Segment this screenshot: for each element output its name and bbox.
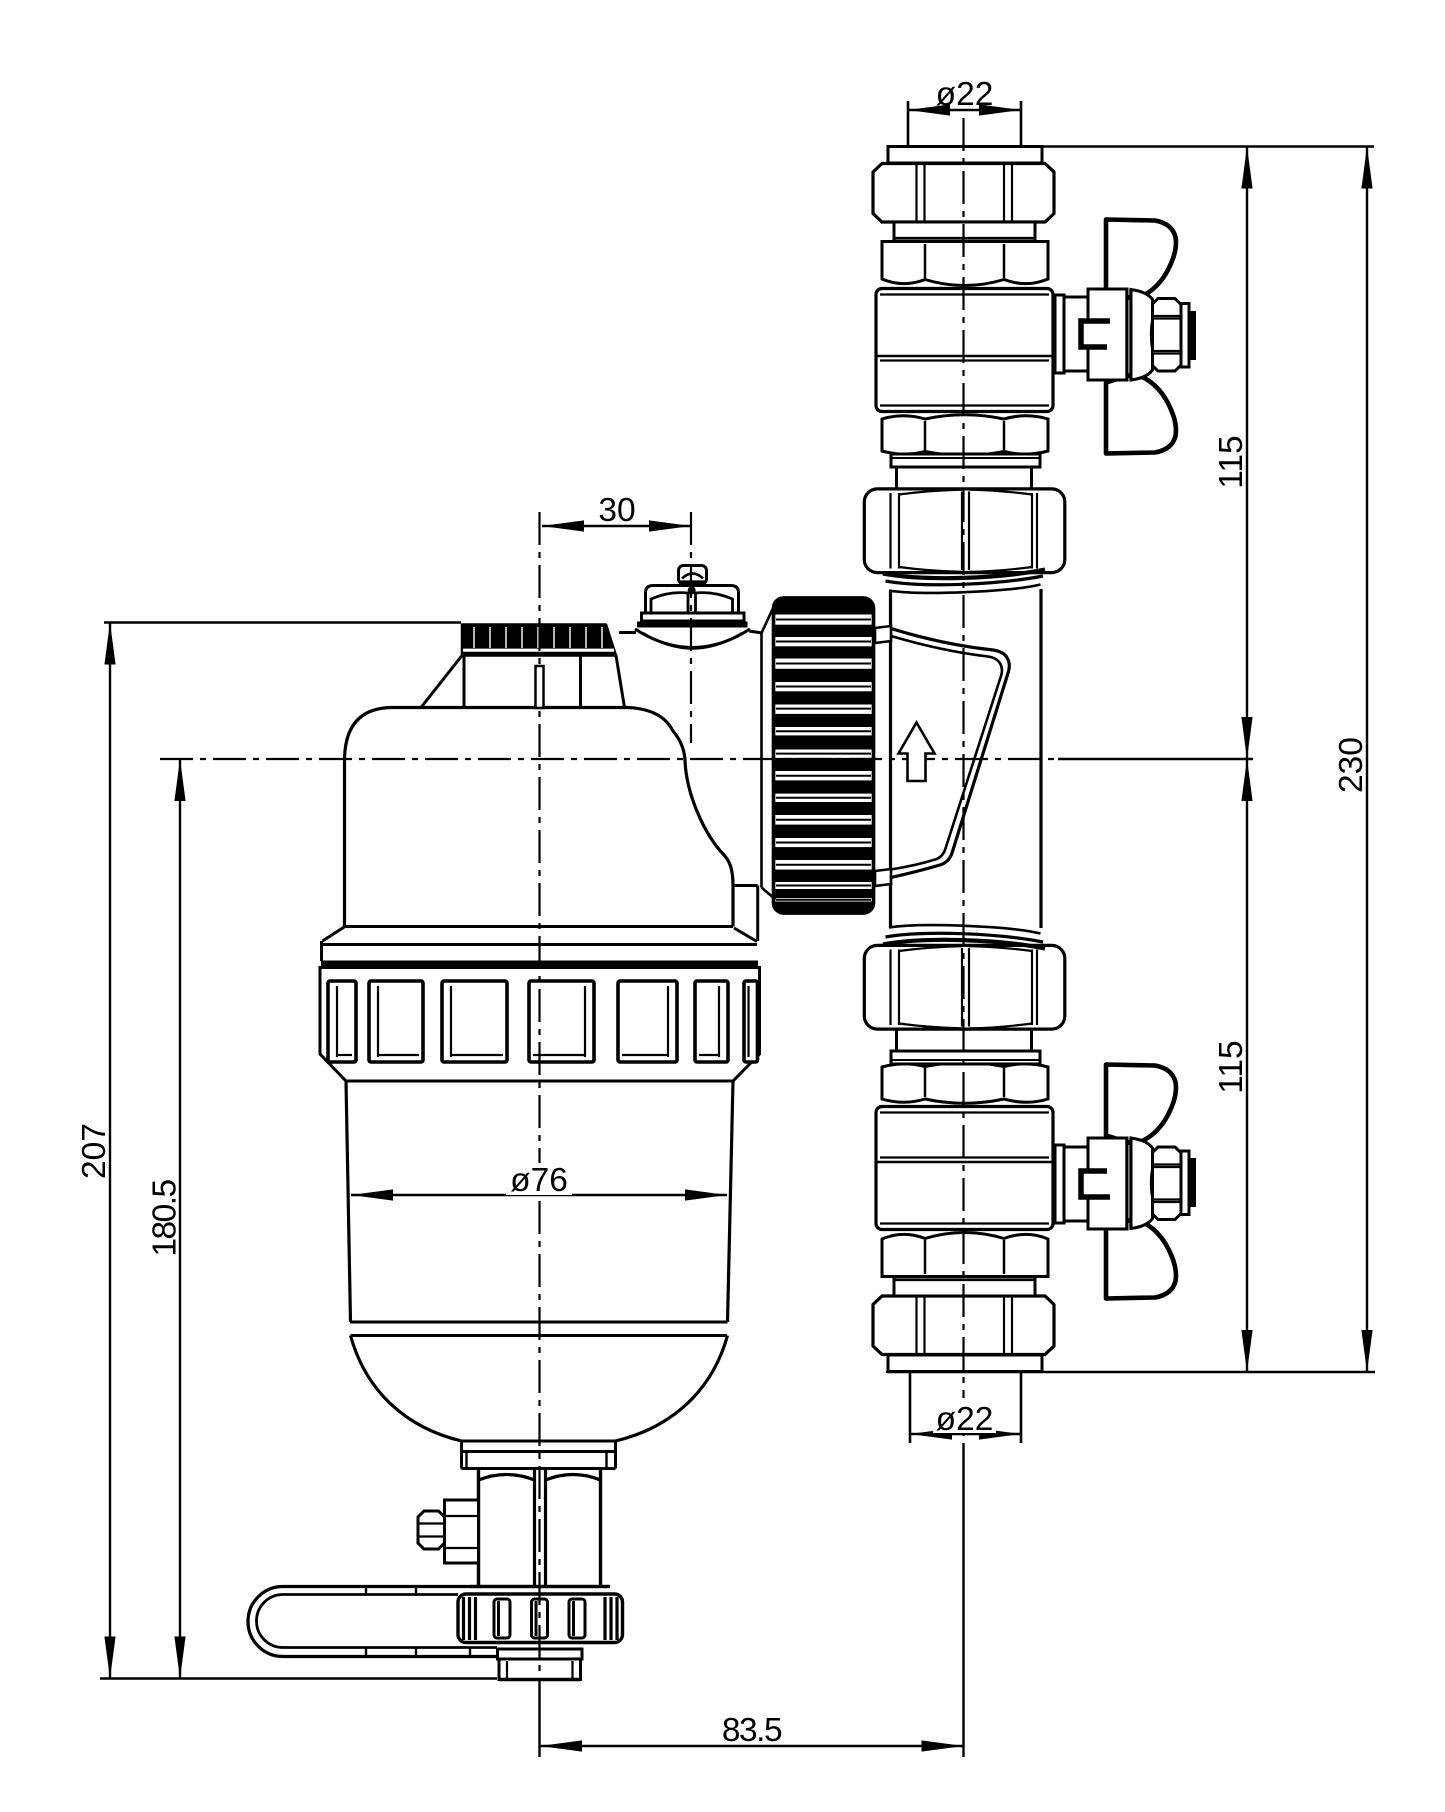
svg-text:30: 30 xyxy=(598,492,635,529)
svg-text:230: 230 xyxy=(1333,737,1370,793)
svg-text:ø22: ø22 xyxy=(936,76,994,113)
svg-text:115: 115 xyxy=(1213,1040,1250,1093)
svg-text:115: 115 xyxy=(1213,435,1250,488)
svg-text:207: 207 xyxy=(76,1123,113,1179)
svg-text:180.5: 180.5 xyxy=(147,1179,184,1256)
svg-text:83.5: 83.5 xyxy=(722,1712,782,1749)
svg-text:ø22: ø22 xyxy=(936,1401,994,1438)
svg-text:ø76: ø76 xyxy=(510,1162,568,1199)
